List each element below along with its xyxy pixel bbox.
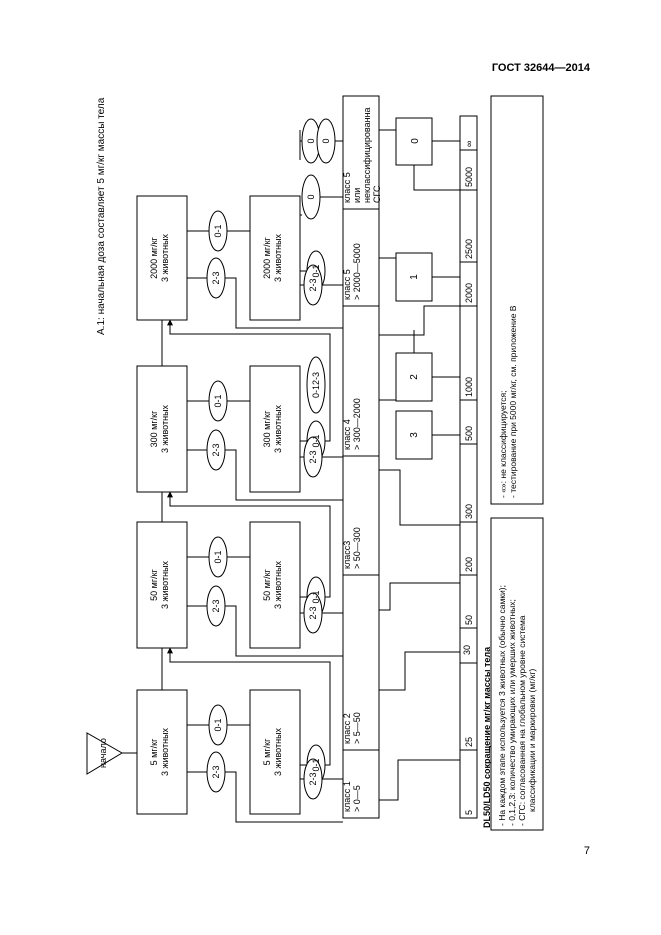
axis-tick-label: 300 — [464, 504, 474, 519]
start-node: начало — [86, 732, 137, 775]
axis-tick-label: 1000 — [464, 377, 474, 397]
dose-box-label: 50 мг/кг3 животных — [262, 560, 283, 609]
dose-box-first — [136, 689, 188, 815]
dose-box-label: 50 мг/кг3 животных — [149, 560, 170, 609]
outcome-ellipse-mid — [306, 356, 326, 414]
outcome-label: 0 — [306, 194, 316, 199]
page-number: 7 — [583, 845, 590, 857]
result-box-2 — [395, 352, 433, 402]
axis-tick-label: 25 — [464, 737, 474, 747]
axis-tick-label: 2000 — [464, 283, 474, 303]
svg-text:- «»: не классифицируется;: - «»: не классифицируется; - тестировани… — [498, 305, 518, 498]
outcome-label: 0-1 — [311, 434, 321, 447]
outcome-label: 0 — [321, 138, 331, 143]
class-label: класс 5> 2000—5000 — [342, 243, 362, 300]
dose-box-label: 2000 мг/кг3 животных — [149, 233, 170, 282]
dose-box-first — [136, 365, 188, 493]
axis-tick-label: 30 — [462, 645, 472, 655]
outcome-label: 2-3 — [308, 772, 318, 785]
outcome-label: 0-1 — [213, 718, 223, 731]
outcome-label: 2-3 — [308, 278, 318, 291]
class-label: класс 1> 0—5 — [342, 781, 362, 812]
result-box-1 — [395, 252, 433, 302]
axis-tick-label: 2500 — [464, 239, 474, 259]
class-label: класс 5илинеклассифицированнаСГС — [342, 107, 382, 203]
dose-box-label: 300 мг/кг3 животных — [262, 404, 283, 453]
axis-tick-label: 50 — [464, 615, 474, 625]
outcome-label: 0-1 — [213, 550, 223, 563]
result-box-0 — [395, 117, 433, 166]
class-label: класс3> 50—300 — [342, 527, 362, 569]
legend-left: - На каждом этапе используется 3 животны… — [490, 517, 544, 831]
outcome-label: 0-1 — [311, 758, 321, 771]
dose-axis: 5 25 30 50 200 300 500 1000 2000 2500 5000 ∞ DL50/L… — [459, 115, 492, 828]
outcome-label: 2-3 — [211, 765, 221, 778]
dose-box-label: 300 мг/кг3 животных — [149, 404, 170, 453]
dose-box-second — [249, 521, 301, 649]
dose-box-second — [249, 689, 301, 815]
axis-tick-label: ∞ — [464, 141, 474, 147]
class-label: класс 2> 5—50 — [342, 712, 362, 744]
dose-box-second — [249, 195, 301, 321]
outcome-label: 2-3 — [211, 443, 221, 456]
start-label: начало — [98, 738, 108, 768]
outcome-label: 2-3 — [308, 450, 318, 463]
dose-box-first — [136, 521, 188, 649]
result-code-1: 1 — [409, 274, 420, 280]
standard-number: ГОСТ 32644—2014 — [491, 62, 590, 74]
dose-box-label: 2000 мг/кг3 животных — [262, 233, 283, 282]
axis-label: DL50/LD50 сокращение мг/кг массы тела — [482, 646, 492, 828]
axis-tick-label: 500 — [464, 426, 474, 441]
legend-right: - «»: не классифицируется; - тестировани… — [490, 95, 544, 505]
outcome-label: 0-1 — [311, 264, 321, 277]
result-code-2: 2 — [409, 374, 420, 380]
result-boxes: 0 1 2 3 — [379, 117, 460, 801]
dose-box-second — [249, 365, 301, 493]
outcome-label: 2-3 — [211, 599, 221, 612]
result-code-3: 3 — [409, 432, 420, 438]
axis-tick-label: 5 — [464, 810, 474, 815]
step-3: 300 мг/кг3 животных 300 мг/кг3 животных 0-… — [136, 319, 343, 501]
dose-box-label: 5 мг/кг3 животных — [262, 727, 283, 776]
outcome-label: 2-3 — [211, 271, 221, 284]
dose-box-label: 5 мг/кг3 животных — [149, 727, 170, 776]
step-2: 50 мг/кг3 животных 50 мг/кг3 животных 0-1 2… — [136, 491, 343, 657]
outcome-label: 0 — [306, 138, 316, 143]
outcome-label: 2-3 — [308, 606, 318, 619]
figure-caption: А.1: начальная доза составляет 5 мг/кг м… — [96, 97, 107, 335]
class-label: класс 4> 300—2000 — [342, 398, 362, 450]
axis-tick-label: 5000 — [464, 167, 474, 187]
outcome-label: 0-1 — [213, 394, 223, 407]
outcome-label: 0-1 — [311, 590, 321, 603]
result-code-0: 0 — [410, 138, 421, 144]
outcome-label: 0-12-3 — [311, 372, 321, 398]
outcome-label: 0-1 — [213, 224, 223, 237]
class-table: класс 1> 0—5 класс 2> 5—50 класс3> 50—300 к… — [342, 95, 382, 819]
dose-box-first — [136, 195, 188, 321]
svg-text:- На каждом этапе используется: - На каждом этапе используется 3 животны… — [497, 583, 537, 826]
axis-tick-label: 200 — [464, 557, 474, 572]
step-4: 2000 мг/кг3 животных 2000 мг/кг3 животных… — [136, 195, 343, 329]
